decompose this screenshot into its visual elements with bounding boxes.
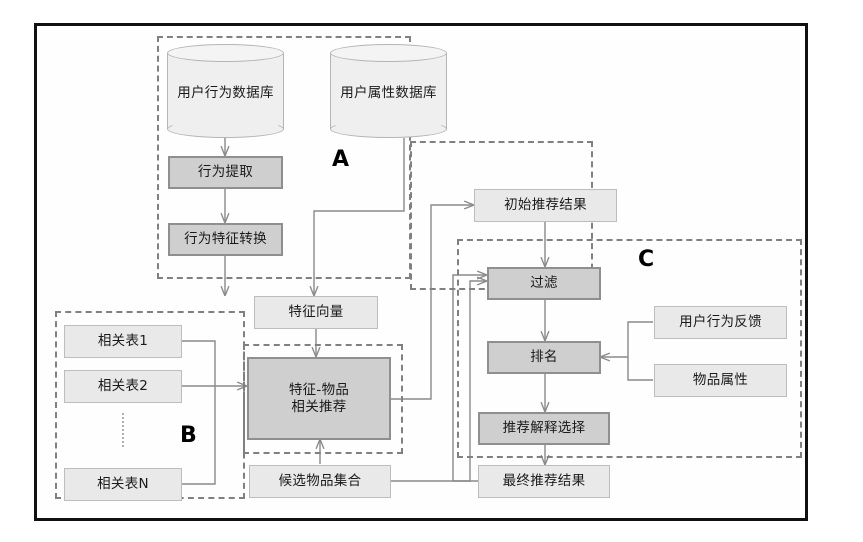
cylinder-top bbox=[167, 44, 284, 62]
node-related-table-n[interactable]: 相关表N bbox=[64, 468, 182, 501]
node-label: 物品属性 bbox=[692, 372, 749, 389]
node-feature-vector[interactable]: 特征向量 bbox=[254, 296, 378, 329]
node-user-behavior-feedback[interactable]: 用户行为反馈 bbox=[654, 306, 787, 339]
node-filter[interactable]: 过滤 bbox=[487, 267, 601, 300]
group-label-b: B bbox=[180, 423, 197, 448]
group-label-c: C bbox=[638, 247, 655, 272]
node-label: 行为特征转换 bbox=[184, 231, 267, 248]
cylinder-bottom bbox=[167, 120, 284, 138]
node-item-attribute[interactable]: 物品属性 bbox=[654, 364, 787, 397]
node-label: 排名 bbox=[530, 349, 558, 366]
node-label: 推荐解释选择 bbox=[502, 420, 586, 437]
node-related-table-1[interactable]: 相关表1 bbox=[64, 325, 182, 358]
node-label: 相关表N bbox=[97, 476, 149, 493]
node-label: 特征向量 bbox=[288, 304, 344, 321]
group-box-recommend bbox=[243, 344, 403, 454]
cylinder-bottom bbox=[330, 120, 447, 138]
node-initial-result[interactable]: 初始推荐结果 bbox=[474, 189, 617, 222]
node-label: 相关表2 bbox=[97, 378, 149, 395]
node-behavior-feature-transform[interactable]: 行为特征转换 bbox=[168, 223, 283, 256]
node-user-attribute-db[interactable]: 用户属性数据库 bbox=[330, 44, 447, 138]
node-behavior-extraction[interactable]: 行为提取 bbox=[168, 156, 283, 189]
group-box-c bbox=[457, 239, 802, 458]
node-label: 初始推荐结果 bbox=[504, 197, 587, 214]
node-label-line1: 特征-物品 bbox=[288, 381, 350, 398]
cylinder-body bbox=[330, 53, 447, 129]
node-feature-item-recommend[interactable]: 特征-物品 相关推荐 bbox=[247, 357, 391, 440]
node-user-behavior-db[interactable]: 用户行为数据库 bbox=[167, 44, 284, 138]
node-label: 过滤 bbox=[530, 275, 558, 292]
node-label: 行为提取 bbox=[197, 164, 254, 181]
node-label: 相关表1 bbox=[97, 333, 149, 350]
node-label: 候选物品集合 bbox=[278, 473, 362, 490]
node-ranking[interactable]: 排名 bbox=[487, 341, 601, 374]
node-label-line2: 相关推荐 bbox=[291, 398, 347, 415]
node-label: 用户行为数据库 bbox=[177, 85, 274, 101]
node-label: 最终推荐结果 bbox=[502, 473, 586, 490]
node-final-result[interactable]: 最终推荐结果 bbox=[478, 465, 610, 498]
node-explanation-selection[interactable]: 推荐解释选择 bbox=[478, 412, 610, 445]
node-related-table-2[interactable]: 相关表2 bbox=[64, 370, 182, 403]
group-label-a: A bbox=[332, 147, 350, 172]
node-label: 用户属性数据库 bbox=[340, 85, 437, 101]
node-label: 用户行为反馈 bbox=[679, 314, 762, 331]
ellipsis-icon bbox=[122, 413, 124, 447]
cylinder-body bbox=[167, 53, 284, 129]
node-candidate-item-set[interactable]: 候选物品集合 bbox=[249, 465, 391, 498]
cylinder-top bbox=[330, 44, 447, 62]
